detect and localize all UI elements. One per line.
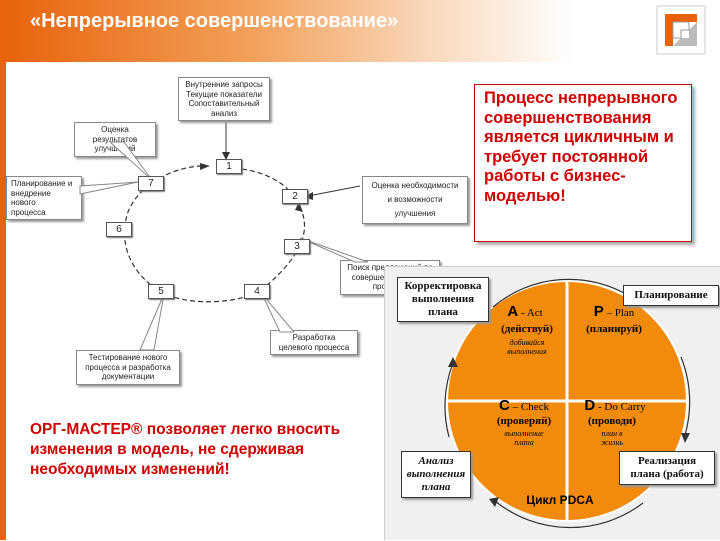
realization-line: плана (работа): [630, 468, 704, 480]
callout-requests-line: Внутренние запросы: [185, 80, 263, 89]
do-note-line: план в: [601, 429, 623, 438]
pdca-act-label: A - Act: [485, 303, 565, 321]
cycle-node-6: 6: [106, 222, 132, 237]
realization-line: Реализация: [637, 455, 697, 467]
pdca-panel: A - Act (действуй) добивайся выполнения …: [384, 266, 720, 540]
callout-requests: Внутренние запросы Текущие показатели Со…: [178, 77, 270, 121]
pdca-plan-label: P – Plan: [571, 303, 657, 321]
callout-testing-line: документации: [101, 372, 155, 381]
correction-line: плана: [428, 306, 458, 318]
check-ru: (проверяй): [496, 415, 552, 427]
callout-evaluation: Оценка результатов улучшений: [74, 122, 156, 157]
planning-line: Планирование: [634, 289, 708, 301]
callout-evaluation-line: улучшений: [94, 144, 136, 153]
do-word: - Do Carry: [595, 401, 646, 413]
plan-letter: P: [593, 303, 604, 320]
realization-box: Реализация плана (работа): [619, 451, 715, 485]
callout-requests-line: Сопоставительный анализ: [188, 99, 260, 118]
act-note: добивайся выполнения: [485, 338, 569, 356]
act-ru: (действуй): [501, 323, 553, 335]
analysis-line: Анализ: [418, 455, 454, 467]
pdca-title: Цикл PDCA: [526, 493, 594, 507]
cycle-diagram: Внутренние запросы Текущие показатели Со…: [0, 62, 474, 412]
act-note-line: добивайся: [509, 338, 545, 347]
statement-box: Процесс непрерывного совершенствования я…: [474, 84, 692, 242]
act-word: - Act: [518, 307, 543, 319]
callout-tails: [79, 141, 369, 351]
correction-box: Корректировка выполнения плана: [397, 277, 489, 322]
check-note-line: плана: [514, 438, 534, 447]
check-word: – Check: [509, 401, 549, 413]
cycle-node-7: 7: [138, 176, 164, 191]
analysis-line: выполнения: [406, 468, 466, 480]
analysis-box: Анализ выполнения плана: [401, 451, 471, 498]
callout-development: Разработка целевого процесса: [270, 330, 358, 355]
org-master-text: ОРГ-МАСТЕР® позволяет легко вносить изме…: [30, 421, 341, 478]
callout-testing-line: процесса и разработка: [85, 362, 171, 372]
callout-development-line: целевого процесса: [278, 342, 350, 352]
do-letter: D: [584, 397, 596, 414]
cycle-node-5: 5: [148, 284, 174, 299]
statement-text: Процесс непрерывного совершенствования я…: [484, 89, 678, 205]
do-note: план в жизнь: [569, 429, 655, 447]
callout-testing-line: Тестирование нового: [88, 353, 168, 362]
logo-icon: [656, 5, 706, 55]
plan-word: – Plan: [603, 307, 635, 319]
check-note-line: выполнение: [504, 429, 544, 438]
callout-requests-line: Текущие показатели: [186, 89, 262, 99]
cycle-node-4: 4: [244, 284, 270, 299]
page-title: «Непрерывное совершенствование»: [30, 10, 399, 32]
pdca-check-label: C – Check: [481, 397, 567, 415]
act-letter: A: [507, 303, 519, 320]
pdca-do-label: D - Do Carry: [569, 397, 661, 415]
plan-ru: (планируй): [586, 323, 642, 335]
left-accent-bar: [0, 62, 6, 540]
cycle-node-3: 3: [284, 239, 310, 254]
callout-evaluation-line: Оценка результатов: [92, 125, 138, 144]
callout-planning: Планирование и внедрение нового процесса: [6, 176, 82, 220]
callout-assessment-line: Оценка необходимости: [371, 181, 459, 190]
check-note: выполнение плана: [481, 429, 567, 447]
cycle-node-2: 2: [282, 189, 308, 204]
do-ru: (проводи): [588, 415, 636, 427]
analysis-line: плана: [421, 481, 451, 493]
callout-planning-line: внедрение нового: [11, 188, 51, 208]
header-bar: «Непрерывное совершенствование»: [0, 0, 720, 62]
act-note-line: выполнения: [507, 347, 547, 356]
do-note-line: жизнь: [600, 438, 624, 447]
correction-line: Корректировка: [404, 280, 482, 292]
callout-planning-line: процесса: [11, 207, 46, 217]
callout-assessment-line: и возможности улучшения: [387, 195, 443, 218]
callout-testing: Тестирование нового процесса и разработк…: [76, 350, 180, 385]
callout-planning-line: Планирование и: [11, 179, 73, 188]
check-letter: C: [499, 397, 510, 414]
planning-box: Планирование: [623, 285, 719, 306]
callout-development-line: Разработка: [292, 333, 336, 342]
correction-line: выполнения: [411, 293, 475, 305]
callout-assessment: Оценка необходимости и возможности улучш…: [362, 176, 468, 224]
cycle-node-1: 1: [216, 159, 242, 174]
